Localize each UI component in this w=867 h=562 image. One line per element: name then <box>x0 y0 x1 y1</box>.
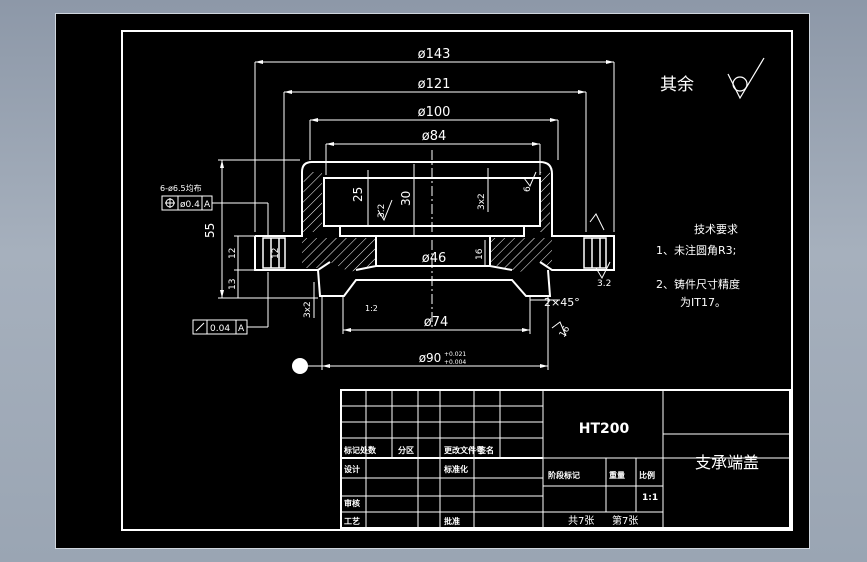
dim-h55: 55 <box>203 223 217 238</box>
dim-h25: 25 <box>351 187 365 202</box>
tb-weight: 重量 <box>609 470 625 480</box>
dim-chamfer: 2×45° <box>544 296 580 309</box>
roughness-symbols <box>377 171 611 337</box>
tb-scale-value: 1:1 <box>642 493 658 503</box>
section-hatching <box>302 172 552 272</box>
dim-d90: ø90 <box>419 351 442 365</box>
dim-d90-upper: +0.021 <box>444 351 466 358</box>
tb-r1c: 更改文件号 <box>444 445 484 455</box>
dim-h12: 12 <box>228 248 238 259</box>
dim-h30: 30 <box>399 191 413 206</box>
dimension-arrows <box>220 60 614 368</box>
flange-holes <box>262 237 607 269</box>
tb-r4a: 工艺 <box>344 516 360 526</box>
surface-note: 其余 <box>660 75 694 95</box>
rough-32a: 3.2 <box>597 279 611 289</box>
title-block <box>340 389 791 529</box>
dim-h12b: 12 <box>271 248 281 259</box>
gdt-position-datum: A <box>204 200 211 210</box>
dimension-lines <box>218 61 615 370</box>
tb-stage: 阶段标记 <box>548 470 580 480</box>
dim-d74: ø74 <box>424 315 449 330</box>
gdt-position-frame <box>161 195 269 236</box>
dim-h3x2: 3x2 <box>477 193 487 210</box>
material-label: HT200 <box>579 421 630 437</box>
sheet-index: 第7张 <box>612 514 638 527</box>
dim-d100: ø100 <box>418 105 451 120</box>
dim-h13: 13 <box>228 279 238 290</box>
datum-marker <box>292 358 308 374</box>
dim-h3x2b: 3x2 <box>303 301 313 318</box>
requirements-title: 技术要求 <box>694 223 738 236</box>
surface-finish-symbol <box>727 57 765 100</box>
tb-r3a: 审核 <box>344 498 360 508</box>
part-name: 支承端盖 <box>695 453 759 472</box>
rough-6: 6 <box>523 186 533 192</box>
dim-h16: 16 <box>475 248 485 260</box>
tb-r1b: 分区 <box>398 445 414 455</box>
requirement-item-2b: 为IT17。 <box>680 296 726 309</box>
gdt-position-value: ø0.4 <box>180 200 200 210</box>
rough-32b: 3.2 <box>377 204 387 218</box>
rough-16: 16 <box>558 324 573 339</box>
drawing-frame <box>121 30 793 531</box>
dim-d84: ø84 <box>422 129 447 144</box>
sheet-total: 共7张 <box>568 515 594 527</box>
tb-r4b: 批准 <box>444 516 460 526</box>
tb-r1d: 签名 <box>477 445 494 455</box>
tb-r1a: 标记处数 <box>343 445 377 455</box>
requirement-item-1: 1、未注圆角R3; <box>656 243 736 257</box>
dim-holes: 6-ø6.5均布 <box>160 183 202 193</box>
dim-taper: 1:2 <box>365 304 378 313</box>
dim-d90-lower: +0.004 <box>444 359 466 366</box>
dim-d46: ø46 <box>422 251 447 266</box>
requirement-item-2: 2、铸件尺寸精度 <box>656 277 740 291</box>
tb-scale-label: 比例 <box>639 470 655 480</box>
tb-r2b: 标准化 <box>443 464 468 474</box>
tb-r2a: 设计 <box>344 464 360 474</box>
gdt-runout-value: 0.04 <box>210 324 230 334</box>
gdt-runout-datum: A <box>238 324 245 334</box>
gdt-runout-frame <box>192 272 269 335</box>
dim-d143: ø143 <box>418 47 451 62</box>
dim-d121: ø121 <box>418 77 451 92</box>
